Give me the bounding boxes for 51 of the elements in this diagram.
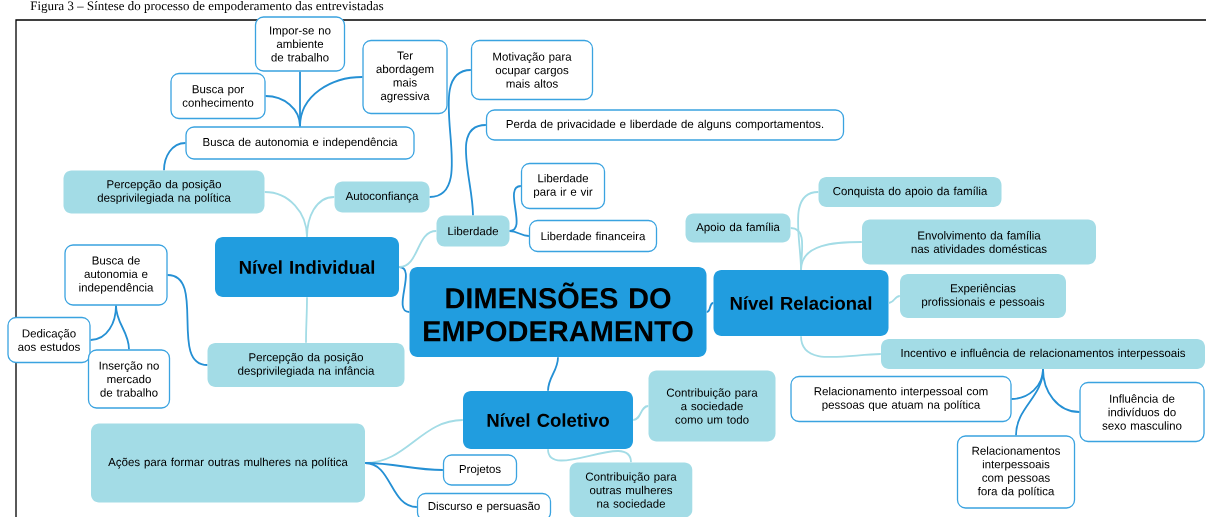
connector-line: [1042, 368, 1081, 413]
connector-line: [705, 302, 715, 313]
subtopic-box: Impor-se no ambiente de trabalho: [254, 16, 346, 72]
topic-box: Incentivo e influência de relacionamentos interpessoais: [881, 339, 1205, 369]
topic-box: Autoconfiança: [334, 181, 430, 213]
topic-box: Percepção da posição desprivilegiada na infância: [207, 343, 405, 387]
connector-line: [800, 241, 863, 271]
connector-line: [464, 124, 487, 217]
connector-line: [306, 196, 336, 238]
subtopic-box: Inserção no mercado de trabalho: [87, 349, 171, 409]
subtopic-box: Discurso e persuasão: [416, 492, 552, 517]
topic-box: Experiências profissionais e pessoais: [900, 274, 1066, 318]
topic-box: Liberdade: [436, 215, 510, 247]
subtopic-box: Relacionamentos interpessoais com pessoas fora da política: [956, 435, 1076, 509]
level-box: Nível Relacional: [713, 270, 889, 336]
connector-line: [166, 274, 209, 366]
topic-box: Apoio da família: [685, 213, 791, 243]
subtopic-box: Busca por conhecimento: [170, 72, 266, 120]
subtopic-box: Relacionamento interpessoal com pessoas que atuam na política: [790, 375, 1012, 423]
connector-line: [163, 142, 187, 172]
subtopic-box: Motivação para ocupar cargos mais altos: [470, 39, 594, 101]
connector-line: [428, 69, 472, 198]
connector-line: [398, 230, 438, 268]
connector-line: [364, 462, 418, 508]
topic-box: Contribuição para outras mulheres na sociedade: [569, 462, 693, 517]
connector-line: [299, 76, 364, 128]
topic-box: Contribuição para a sociedade como um todo: [648, 370, 776, 442]
subtopic-box: Busca de autonomia e independência: [185, 126, 415, 160]
level-box: Nível Coletivo: [463, 391, 633, 449]
connector-line: [115, 304, 130, 351]
connector-line: [800, 335, 882, 358]
central-topic-box: DIMENSÕES DO EMPODERAMENTO: [409, 267, 707, 357]
connector-line: [547, 356, 559, 392]
connector-line: [632, 405, 650, 421]
subtopic-box: Liberdade financeira: [528, 219, 658, 253]
level-box: Nível Individual: [215, 237, 399, 297]
subtopic-box: Ter abordagem mais agressiva: [362, 39, 448, 115]
subtopic-box: Projetos: [442, 454, 518, 486]
connector-line: [305, 296, 308, 344]
topic-box: Envolvimento da família nas atividades domésticas: [862, 219, 1096, 265]
subtopic-box: Busca de autonomia e independência: [64, 244, 168, 306]
topic-box: Ações para formar outras mulheres na política: [91, 423, 365, 503]
topic-box: Percepção da posição desprivilegiada na política: [63, 170, 265, 214]
subtopic-box: Influência de indivíduos do sexo masculino: [1079, 381, 1205, 443]
subtopic-box: Liberdade para ir e vir: [520, 162, 606, 210]
figure-title: Figura 3 – Síntese do processo de empoderamento das entrevistadas: [30, 1, 384, 13]
subtopic-box: Dedicação aos estudos: [7, 316, 91, 364]
connector-line: [508, 230, 530, 237]
topic-box: Conquista do apoio da família: [818, 177, 1002, 207]
connector-line: [887, 295, 901, 304]
subtopic-box: Perda de privacidade e liberdade de alguns comportamentos.: [485, 109, 845, 141]
